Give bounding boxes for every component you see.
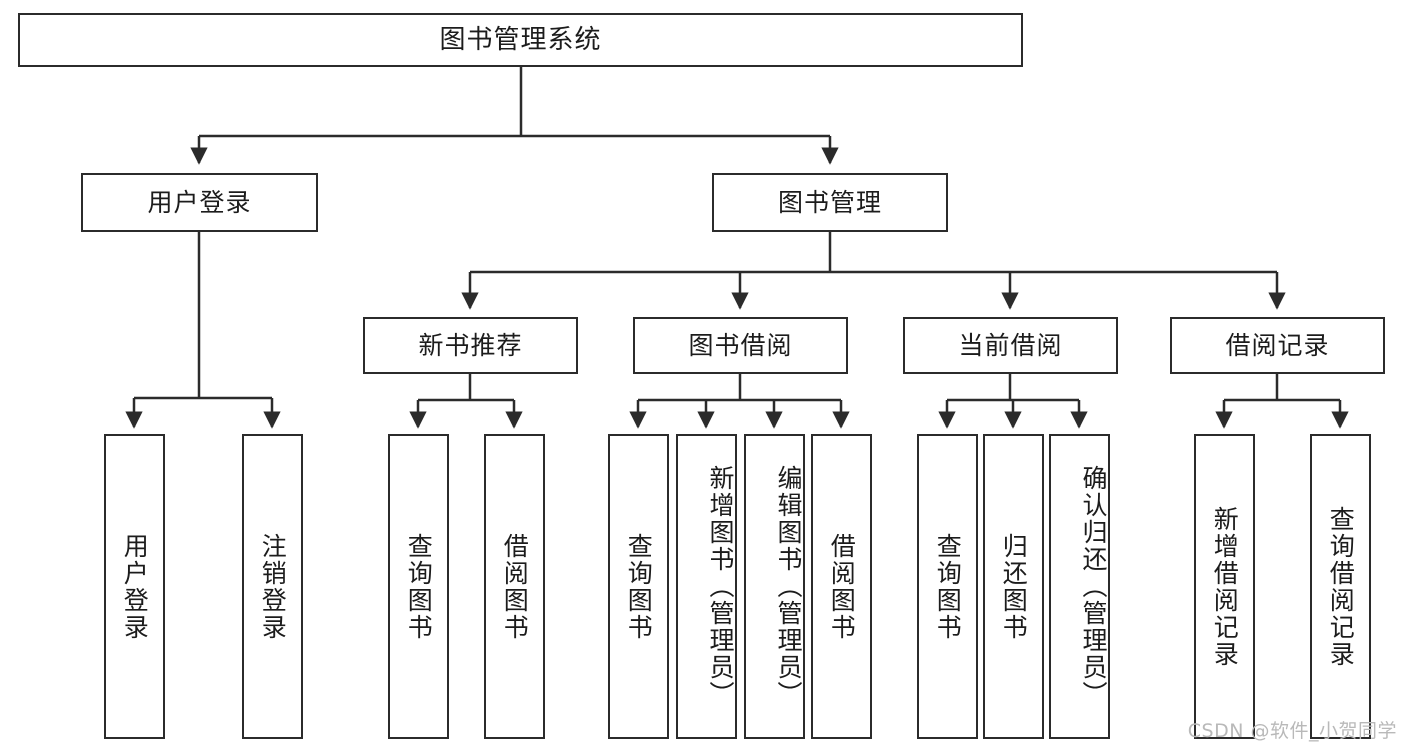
node-label: 图书管理 [777, 187, 882, 217]
node-label: 编辑图书（管理员） [774, 465, 803, 708]
leaf-borrow-books-newbook[interactable]: 借阅图书 [484, 434, 545, 739]
leaf-query-books-newbook[interactable]: 查询图书 [388, 434, 449, 739]
node-root-book-management-system[interactable]: 图书管理系统 [18, 13, 1023, 67]
node-label: 借阅记录 [1225, 330, 1330, 360]
leaf-confirm-return-admin[interactable]: 确认归还（管理员） [1049, 434, 1110, 739]
node-label: 确认归还（管理员） [1079, 465, 1108, 708]
node-new-book-recommendation[interactable]: 新书推荐 [363, 317, 578, 374]
node-user-login[interactable]: 用户登录 [81, 173, 318, 232]
node-label: 用户登录 [147, 187, 252, 217]
node-label: 用户登录 [120, 532, 150, 641]
node-label: 借阅图书 [500, 532, 530, 641]
node-book-borrowing[interactable]: 图书借阅 [633, 317, 848, 374]
node-label: 查询借阅记录 [1326, 505, 1356, 668]
node-label: 借阅图书 [827, 532, 857, 641]
leaf-query-books-current[interactable]: 查询图书 [917, 434, 978, 739]
node-label: 当前借阅 [958, 330, 1063, 360]
node-label: 新增图书（管理员） [706, 465, 735, 708]
node-label: 图书管理系统 [439, 24, 602, 55]
leaf-add-borrow-record[interactable]: 新增借阅记录 [1194, 434, 1255, 739]
node-current-borrowing[interactable]: 当前借阅 [903, 317, 1118, 374]
leaf-return-books[interactable]: 归还图书 [983, 434, 1044, 739]
node-label: 查询图书 [933, 532, 963, 641]
leaf-user-login[interactable]: 用户登录 [104, 434, 165, 739]
node-label: 新书推荐 [418, 330, 523, 360]
node-label: 注销登录 [258, 532, 288, 641]
leaf-edit-book-admin[interactable]: 编辑图书（管理员） [744, 434, 805, 739]
node-book-management[interactable]: 图书管理 [712, 173, 948, 232]
node-label: 查询图书 [404, 532, 434, 641]
node-label: 归还图书 [999, 532, 1029, 641]
leaf-query-books-borrow[interactable]: 查询图书 [608, 434, 669, 739]
node-label: 图书借阅 [688, 330, 793, 360]
leaf-borrow-books[interactable]: 借阅图书 [811, 434, 872, 739]
node-label: 新增借阅记录 [1210, 505, 1240, 668]
leaf-add-book-admin[interactable]: 新增图书（管理员） [676, 434, 737, 739]
leaf-query-borrow-record[interactable]: 查询借阅记录 [1310, 434, 1371, 739]
leaf-logout[interactable]: 注销登录 [242, 434, 303, 739]
node-borrowing-records[interactable]: 借阅记录 [1170, 317, 1385, 374]
node-label: 查询图书 [624, 532, 654, 641]
watermark-text: CSDN @软件_小贺同学 [1187, 720, 1397, 742]
